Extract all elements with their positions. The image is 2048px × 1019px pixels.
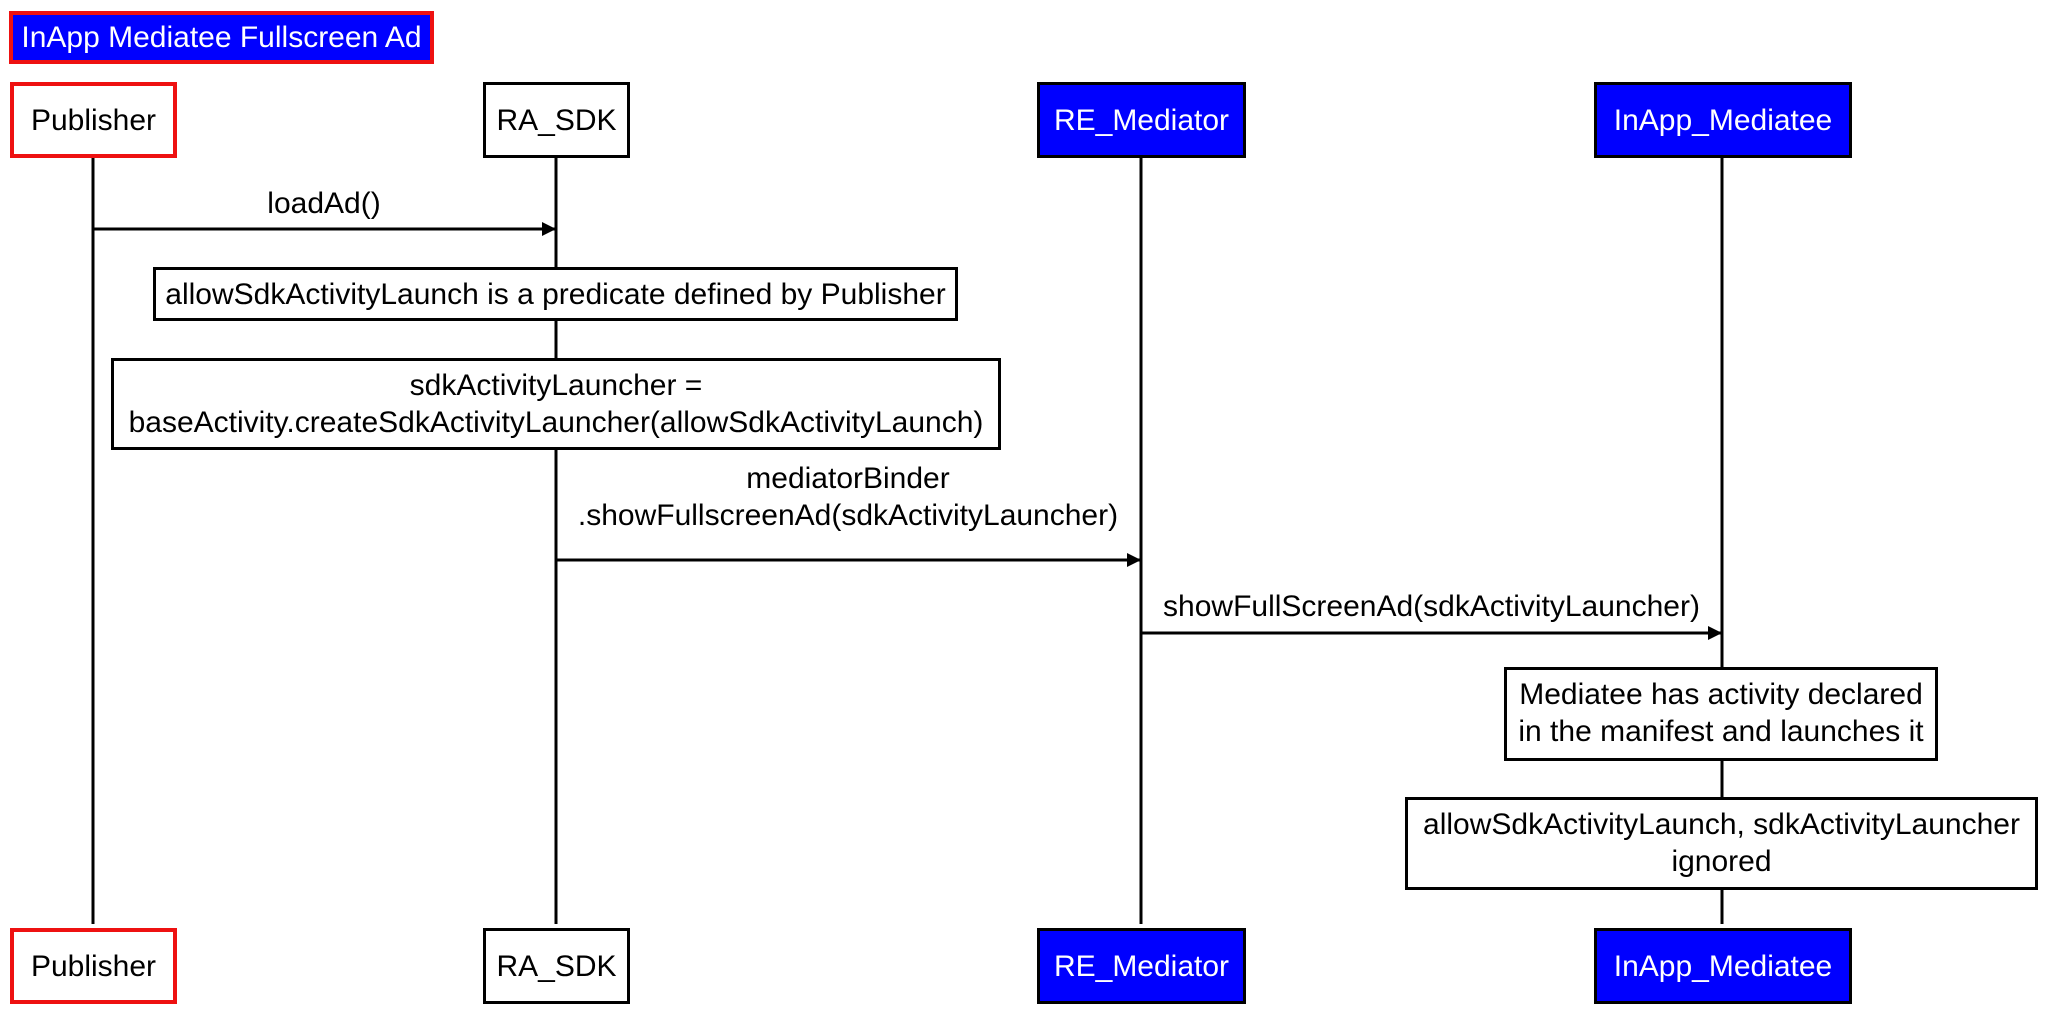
message-label-line: showFullScreenAd(sdkActivityLauncher) [1163,590,1700,623]
note-line: allowSdkActivityLaunch, sdkActivityLaunc… [1423,808,2020,841]
diagram-title: InApp Mediatee Fullscreen Ad [9,11,434,64]
participant-publisher-top: Publisher [10,82,177,158]
participant-re-mediator-top: RE_Mediator [1037,82,1246,158]
participant-inapp-mediatee-top: InApp_Mediatee [1594,82,1852,158]
message-label-mediator-binder: mediatorBinder .showFullscreenAd(sdkActi… [548,460,1148,534]
message-label-line: mediatorBinder [746,462,950,495]
participant-inapp-mediatee-bottom: InApp_Mediatee [1594,928,1852,1004]
message-label-line: .showFullscreenAd(sdkActivityLauncher) [577,499,1119,532]
note-line: baseActivity.createSdkActivityLauncher(a… [128,406,984,439]
message-label-line: loadAd() [267,187,381,220]
participant-publisher-bottom: Publisher [10,928,177,1004]
participant-ra-sdk-bottom: RA_SDK [483,928,630,1004]
note-launcher-ignored: allowSdkActivityLaunch, sdkActivityLaunc… [1405,797,2038,890]
note-line: allowSdkActivityLaunch is a predicate de… [165,278,946,311]
note-mediatee-activity: Mediatee has activity declared in the ma… [1504,667,1938,761]
participant-re-mediator-bottom: RE_Mediator [1037,928,1246,1004]
note-line: Mediatee has activity declared [1519,678,1923,711]
message-label-loadad: loadAd() [193,185,455,222]
note-predicate: allowSdkActivityLaunch is a predicate de… [153,267,958,321]
note-line: ignored [1671,845,1772,878]
note-line: in the manifest and launches it [1518,715,1924,748]
participant-ra-sdk-top: RA_SDK [483,82,630,158]
note-line: sdkActivityLauncher = [409,369,703,402]
message-label-showfullscreenad: showFullScreenAd(sdkActivityLauncher) [1141,588,1722,625]
note-sdk-activity-launcher: sdkActivityLauncher = baseActivity.creat… [111,358,1001,450]
